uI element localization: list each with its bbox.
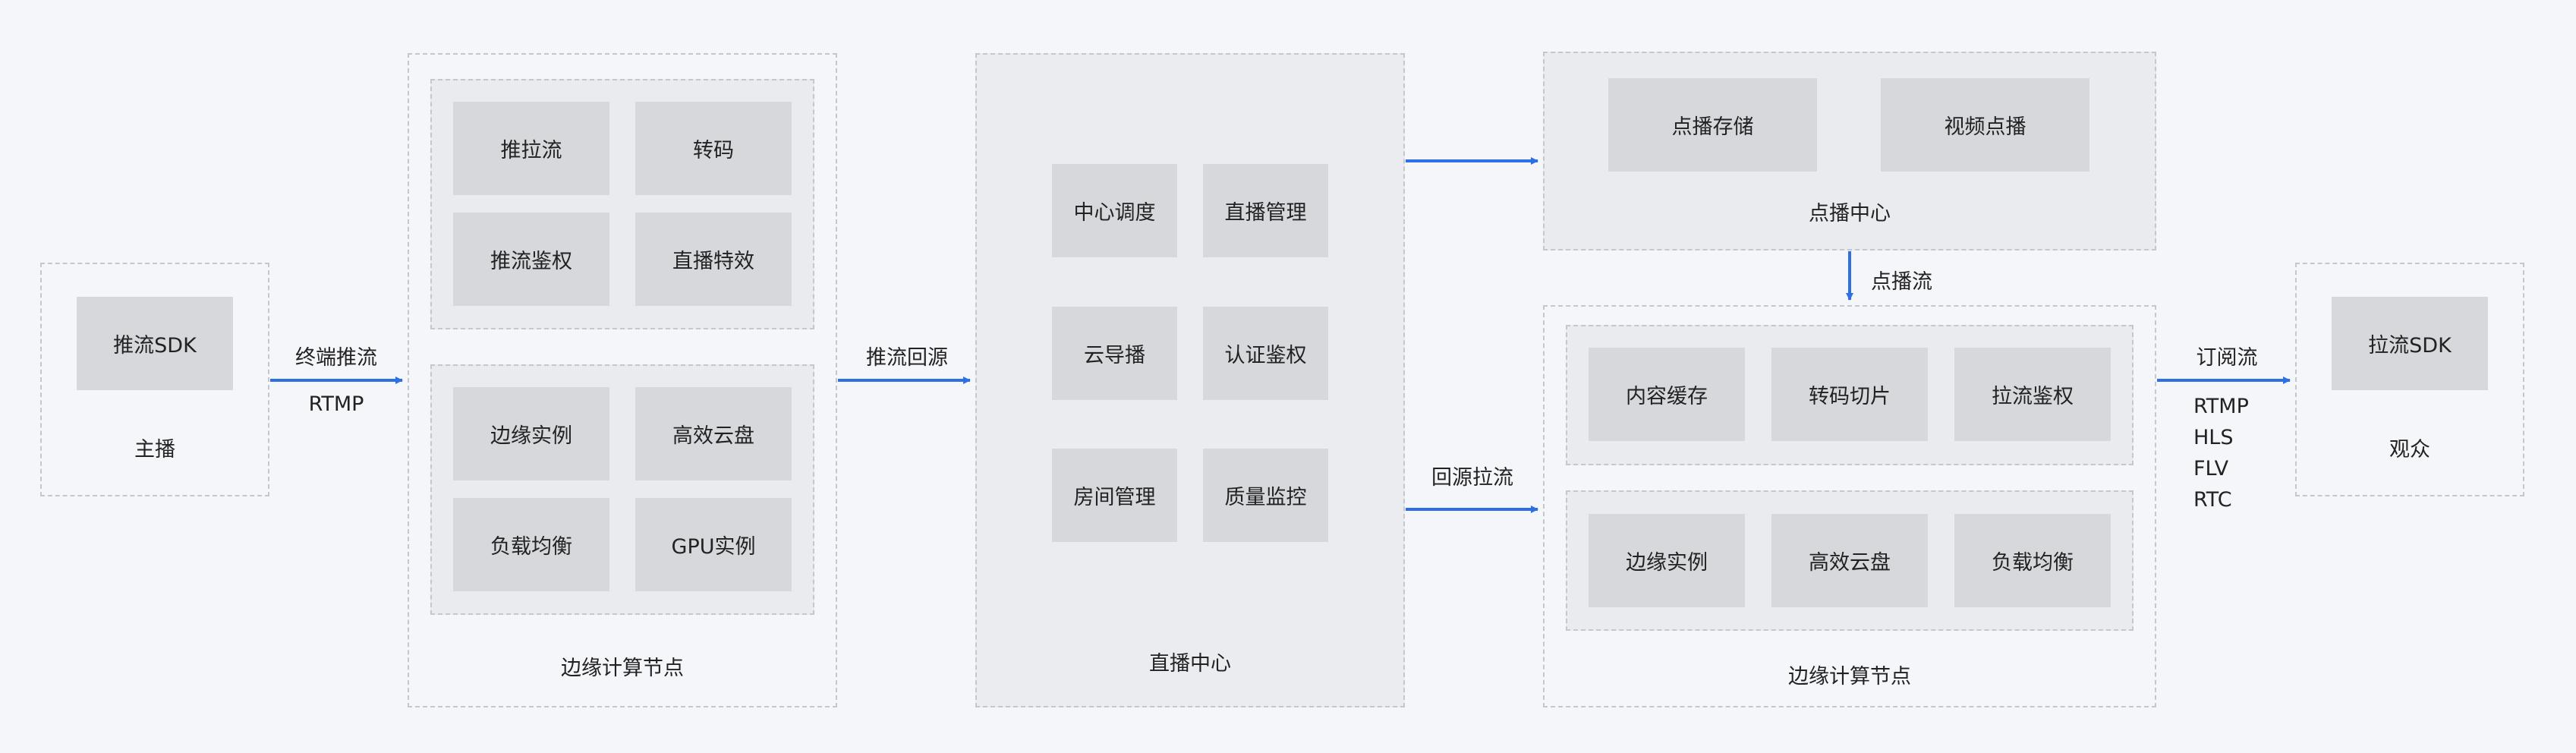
edge-right-service-node[interactable]: 内容缓存 (1589, 348, 1745, 441)
live-center-label: 直播中心 (1149, 652, 1231, 676)
vod-center-node[interactable]: 点播存储 (1608, 78, 1817, 172)
live-center-node[interactable]: 云导播 (1052, 307, 1177, 400)
live-center-node[interactable]: 房间管理 (1052, 449, 1177, 542)
push-label: 终端推流 (295, 346, 377, 370)
push-sdk-node[interactable]: 推流SDK (77, 297, 233, 390)
live-center-node[interactable]: 中心调度 (1052, 164, 1177, 257)
edge-left-service-node[interactable]: 转码 (635, 102, 792, 195)
edge-right-infra-node[interactable]: 负载均衡 (1954, 514, 2111, 607)
edge-left-infra-node[interactable]: 边缘实例 (453, 387, 609, 480)
edge-left-label: 边缘计算节点 (561, 657, 684, 680)
live-center-node[interactable]: 质量监控 (1203, 449, 1328, 542)
origin-pull-label: 回源拉流 (1431, 466, 1513, 490)
viewer-label: 观众 (2389, 438, 2430, 462)
live-center-box (975, 53, 1405, 707)
edge-left-service-node[interactable]: 推拉流 (453, 102, 609, 195)
protocol-item: RTC (2193, 488, 2232, 512)
edge-left-infra-node[interactable]: 负载均衡 (453, 498, 609, 591)
protocol-item: FLV (2193, 457, 2229, 480)
edge-right-service-node[interactable]: 拉流鉴权 (1954, 348, 2111, 441)
subscribe-label: 订阅流 (2196, 346, 2258, 370)
edge-left-service-node[interactable]: 直播特效 (635, 213, 792, 306)
push-protocol-label: RTMP (308, 392, 364, 416)
vod-stream-label: 点播流 (1871, 270, 1932, 294)
edge-left-infra-node[interactable]: GPU实例 (635, 498, 792, 591)
edge-left-service-node[interactable]: 推流鉴权 (453, 213, 609, 306)
edge-right-infra-node[interactable]: 高效云盘 (1771, 514, 1928, 607)
edge-right-infra-node[interactable]: 边缘实例 (1589, 514, 1745, 607)
edge-right-service-node[interactable]: 转码切片 (1771, 348, 1928, 441)
protocol-item: HLS (2193, 426, 2234, 449)
origin-push-label: 推流回源 (866, 346, 948, 370)
edge-right-label: 边缘计算节点 (1788, 665, 1911, 688)
protocol-item: RTMP (2193, 395, 2249, 418)
vod-center-node[interactable]: 视频点播 (1881, 78, 2089, 172)
subscribe-protocol-list: RTMP HLS FLV RTC (2193, 391, 2249, 515)
vod-center-label: 点播中心 (1809, 202, 1891, 225)
edge-left-infra-node[interactable]: 高效云盘 (635, 387, 792, 480)
live-center-node[interactable]: 认证鉴权 (1203, 307, 1328, 400)
pull-sdk-node[interactable]: 拉流SDK (2332, 297, 2488, 390)
anchor-label: 主播 (134, 438, 175, 462)
live-center-node[interactable]: 直播管理 (1203, 164, 1328, 257)
